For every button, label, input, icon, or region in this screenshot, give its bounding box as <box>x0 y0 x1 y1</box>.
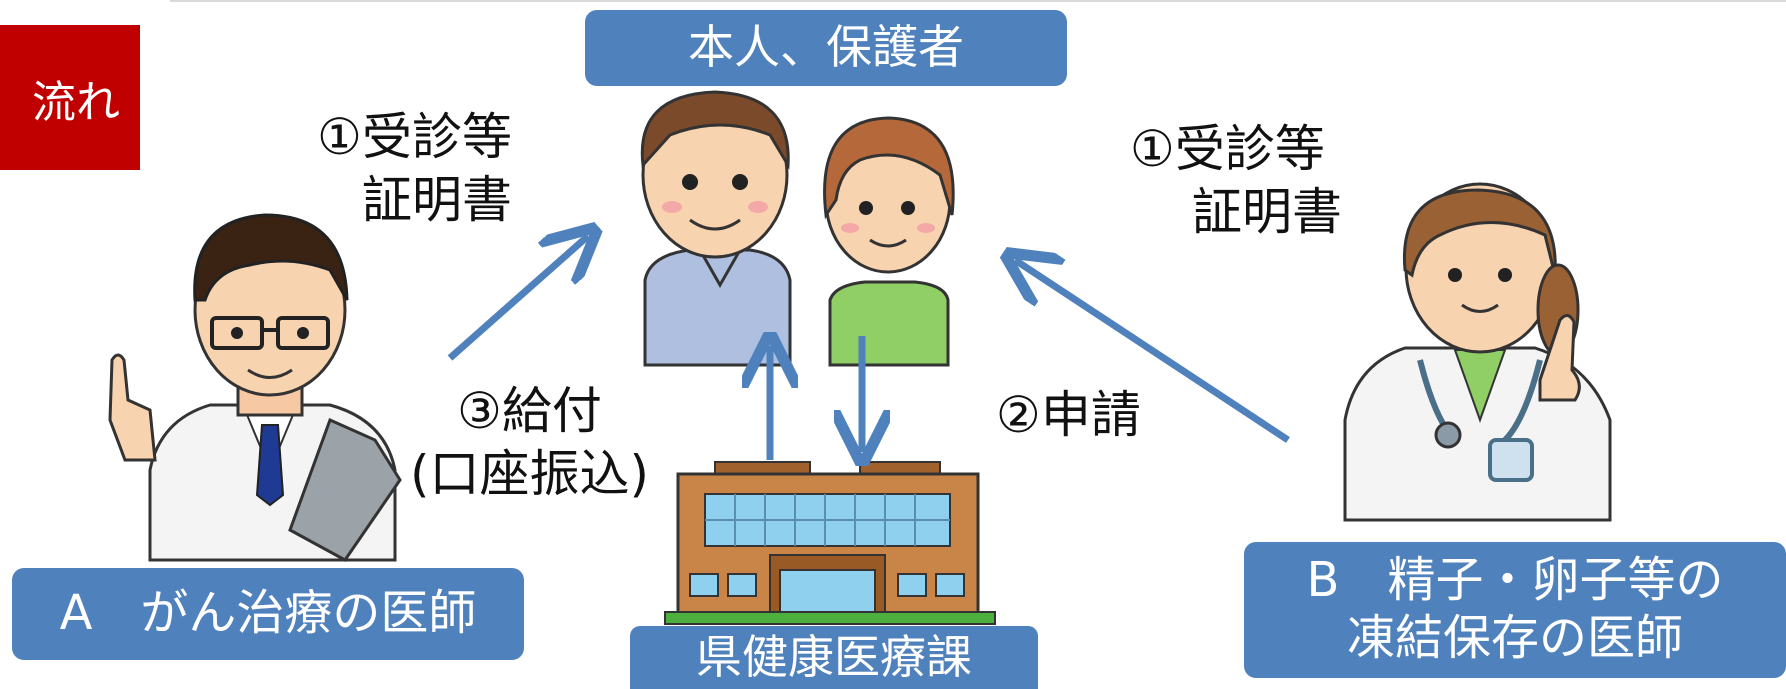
benefit-line1: ③給付 <box>457 382 602 440</box>
apply-label: ②申請 <box>996 384 1141 447</box>
section-tag: 流れ <box>0 25 140 170</box>
apply-text: ②申請 <box>996 386 1141 444</box>
top-divider <box>170 0 1786 2</box>
doctor-a-label: A がん治療の医師 <box>59 585 477 642</box>
cert-left-line1: ①受診等 <box>317 108 512 166</box>
benefit-line2: (口座振込) <box>410 444 650 503</box>
patient-label: 本人、保護者 <box>688 20 964 75</box>
doctor-a-illustration <box>108 213 402 562</box>
doctor-b-illustration <box>1343 182 1612 522</box>
cert-right-line2: 証明書 <box>1192 182 1342 241</box>
man-illustration <box>640 90 792 367</box>
benefit-label: ③給付 (口座振込) <box>410 380 649 505</box>
section-tag-text: 流れ <box>32 76 120 128</box>
cert-left-line2: 証明書 <box>362 170 512 229</box>
doctor-b-label-line2: 凍結保存の医師 <box>1346 610 1683 666</box>
cert-label-right: ①受診等 証明書 <box>1130 118 1342 243</box>
prefecture-box: 県健康医療課 <box>630 626 1038 689</box>
arrow-doctor-b-to-patient <box>1015 260 1290 443</box>
woman-illustration <box>823 116 955 367</box>
doctor-a-box: A がん治療の医師 <box>12 568 524 660</box>
patient-box: 本人、保護者 <box>585 10 1067 86</box>
doctor-b-box: B 精子・卵子等の 凍結保存の医師 <box>1244 542 1786 678</box>
cert-label-left: ①受診等 証明書 <box>300 106 512 231</box>
building-illustration <box>664 461 996 625</box>
cert-right-line1: ①受診等 <box>1130 120 1325 178</box>
prefecture-label: 県健康医療課 <box>696 629 972 684</box>
doctor-b-label-line1: B 精子・卵子等の <box>1306 552 1724 609</box>
arrow-doctor-a-to-patient <box>447 236 588 361</box>
